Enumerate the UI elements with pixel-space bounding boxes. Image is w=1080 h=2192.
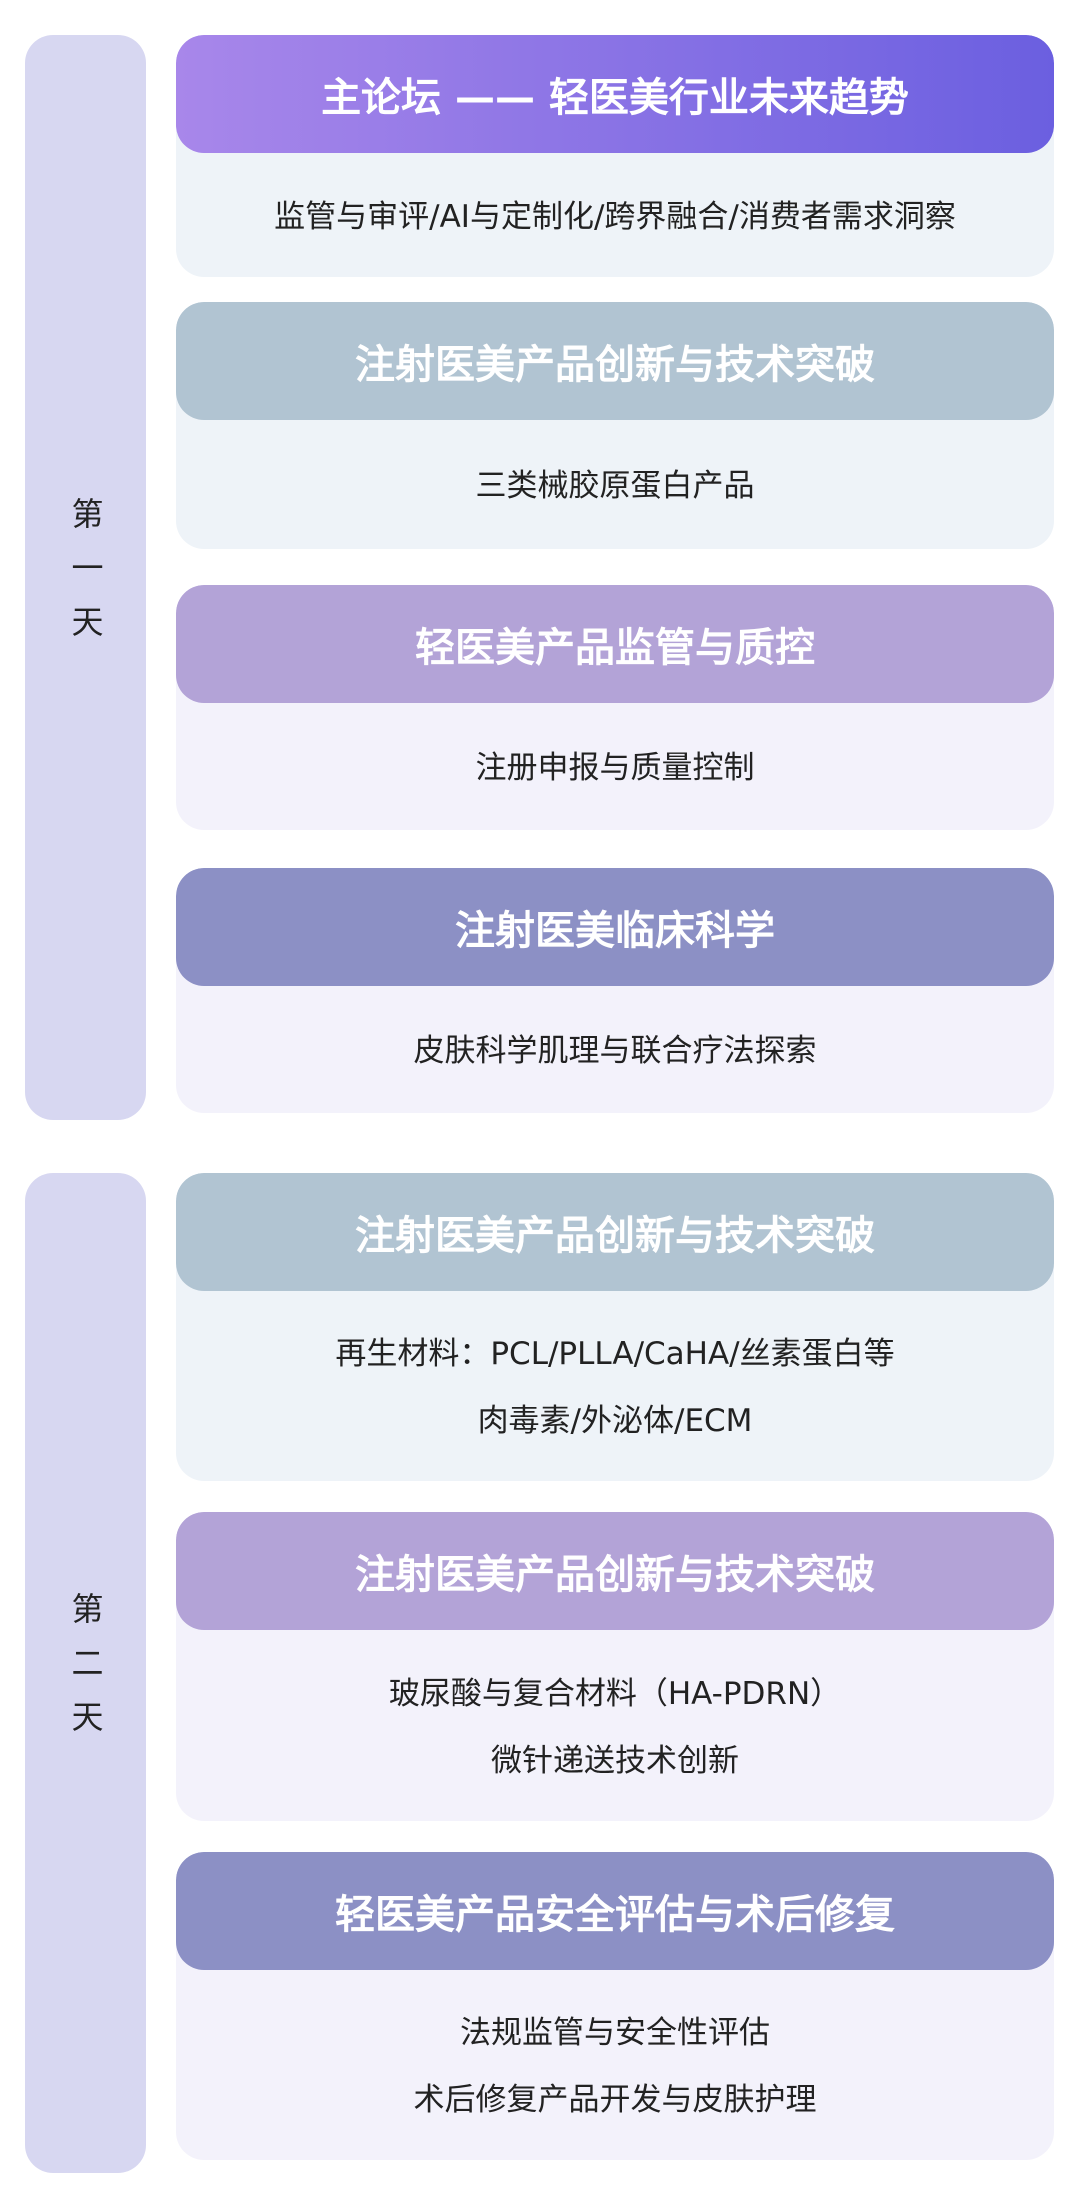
session-card: 注射医美产品创新与技术突破 三类械胶原蛋白产品 (176, 302, 1054, 549)
session-topic: 法规监管与安全性评估 (460, 2015, 770, 2051)
session-title: 注射医美产品创新与技术突破 (176, 1512, 1054, 1630)
session-topic: 玻尿酸与复合材料（HA-PDRN） (388, 1675, 842, 1712)
session-topic: 监管与审评/AI与定制化/跨界融合/消费者需求洞察 (274, 198, 956, 235)
session-topic: 术后修复产品开发与皮肤护理 (413, 2082, 817, 2118)
session-card: 轻医美产品监管与质控 注册申报与质量控制 (176, 585, 1054, 830)
session-card: 注射医美产品创新与技术突破 玻尿酸与复合材料（HA-PDRN） 微针递送技术创新 (176, 1512, 1054, 1821)
session-topic: 皮肤科学肌理与联合疗法探索 (413, 1033, 817, 1069)
day-one-label: 第一天 (66, 496, 105, 659)
session-topic: 三类械胶原蛋白产品 (475, 468, 755, 504)
session-topic: 肉毒素/外泌体/ECM (477, 1403, 753, 1439)
day-two-column: 第二天 (25, 1173, 146, 2173)
day-two-label: 第二天 (66, 1592, 105, 1754)
session-title: 轻医美产品监管与质控 (176, 585, 1054, 703)
session-title: 注射医美产品创新与技术突破 (176, 302, 1054, 420)
session-card: 轻医美产品安全评估与术后修复 法规监管与安全性评估 术后修复产品开发与皮肤护理 (176, 1852, 1054, 2160)
session-topic: 微针递送技术创新 (491, 1742, 739, 1779)
session-card-main-forum: 主论坛 —— 轻医美行业未来趋势 监管与审评/AI与定制化/跨界融合/消费者需求… (176, 35, 1054, 277)
session-title: 主论坛 —— 轻医美行业未来趋势 (176, 35, 1054, 153)
session-card: 注射医美临床科学 皮肤科学肌理与联合疗法探索 (176, 868, 1054, 1113)
session-topic: 注册申报与质量控制 (475, 750, 755, 786)
session-title: 注射医美临床科学 (176, 868, 1054, 986)
session-card: 注射医美产品创新与技术突破 再生材料：PCL/PLLA/CaHA/丝素蛋白等 肉… (176, 1173, 1054, 1481)
day-one-column: 第一天 (25, 35, 146, 1120)
session-topic: 再生材料：PCL/PLLA/CaHA/丝素蛋白等 (335, 1336, 895, 1372)
session-title: 注射医美产品创新与技术突破 (176, 1173, 1054, 1291)
session-title: 轻医美产品安全评估与术后修复 (176, 1852, 1054, 1970)
